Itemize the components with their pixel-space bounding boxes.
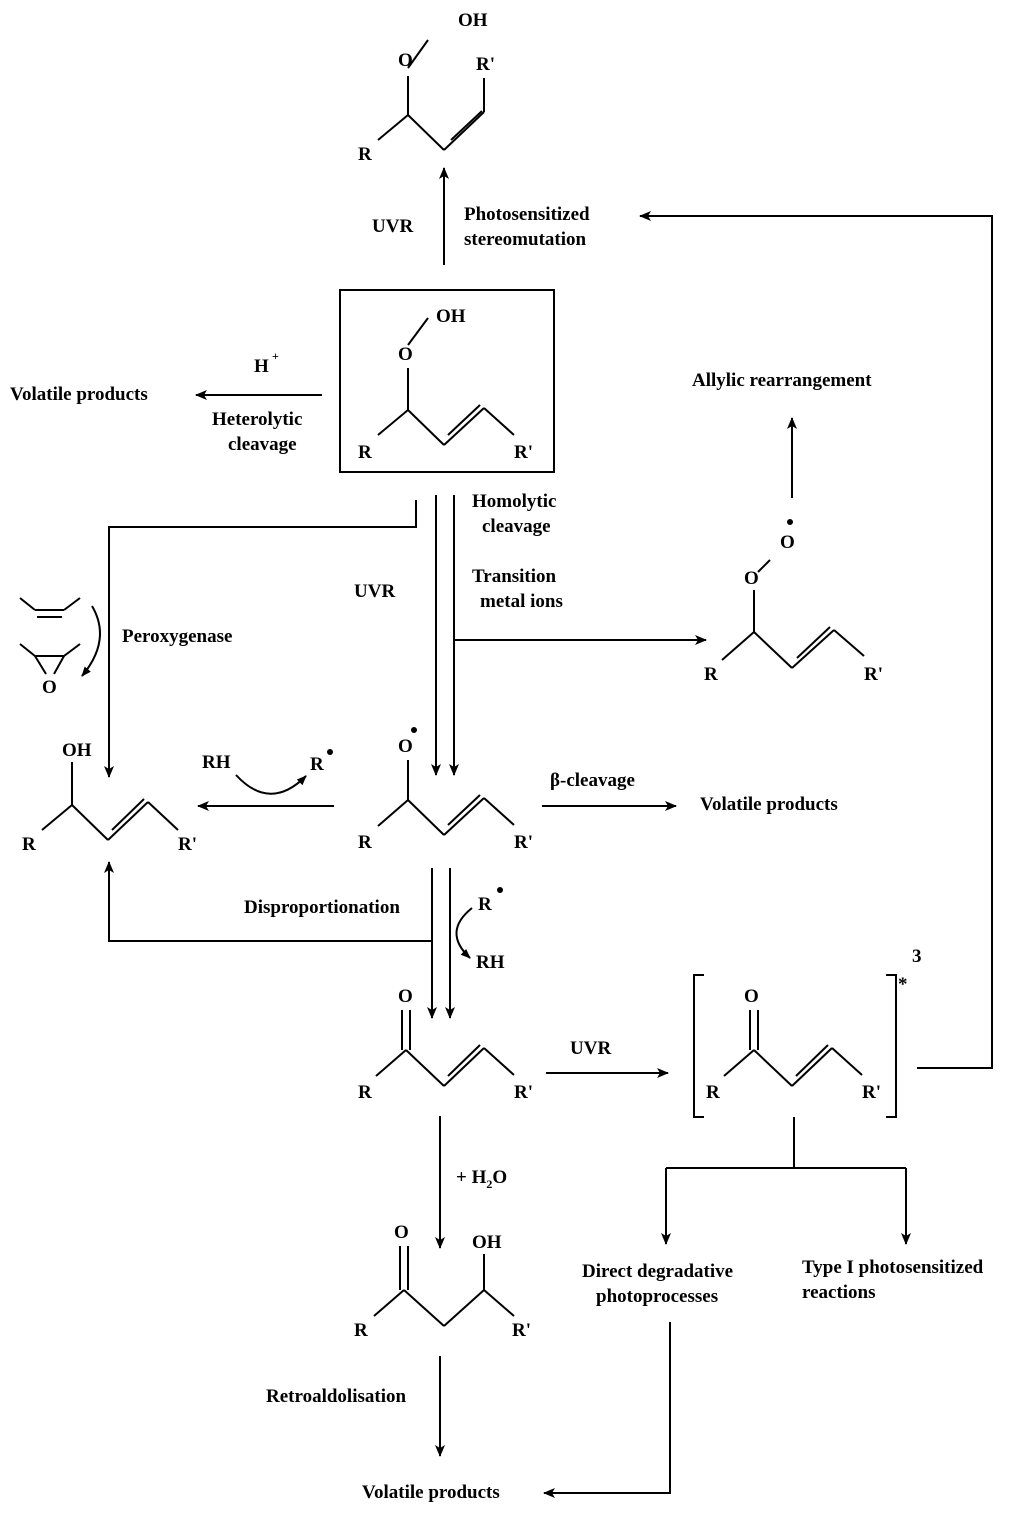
atom-o: O xyxy=(42,677,57,698)
atom-r-radical: R xyxy=(310,754,324,775)
arrow-triplet-to-stereomutation xyxy=(639,211,993,1069)
label-metal-ions: metal ions xyxy=(480,591,563,612)
superscript-star: * xyxy=(898,974,908,995)
atom-r: R xyxy=(706,1082,720,1103)
label-volatile-products-left: Volatile products xyxy=(10,384,148,405)
radical-dot xyxy=(497,887,503,893)
atom-rh: RH xyxy=(202,752,231,773)
atom-o: O xyxy=(744,986,759,1007)
superscript-plus: + xyxy=(272,349,279,363)
atom-rh: RH xyxy=(476,952,505,973)
atom-o: O xyxy=(398,736,413,757)
label-transition: Transition xyxy=(472,566,557,587)
atom-o: O xyxy=(394,1222,409,1243)
box-hydroperoxide xyxy=(339,289,555,473)
arrow-direct-to-volatile xyxy=(543,1322,671,1498)
label-stereomutation: stereomutation xyxy=(464,229,587,250)
molecule-cis-hydroperoxide: OH O R R' xyxy=(358,10,495,165)
atom-r: R xyxy=(358,832,372,853)
molecule-hydroperoxide: OH O R R' xyxy=(358,306,533,463)
molecule-peroxyl-radical: O O R R' xyxy=(704,519,883,685)
alkene-epoxide-scheme: O xyxy=(19,597,101,698)
curved-arrow-rh-2 xyxy=(455,907,473,959)
atom-r-prime: R' xyxy=(514,1082,533,1103)
label-volatile-products-right: Volatile products xyxy=(700,794,838,815)
label-peroxygenase: Peroxygenase xyxy=(122,626,232,647)
atom-oh: OH xyxy=(62,740,92,761)
label-homolytic-cleavage: cleavage xyxy=(482,516,551,537)
label-photoprocesses: photoprocesses xyxy=(596,1286,718,1307)
molecule-allylic-alcohol: OH R R' xyxy=(22,740,197,855)
atom-r: R xyxy=(704,664,718,685)
radical-dot xyxy=(327,749,333,755)
label-disproportionation: Disproportionation xyxy=(244,897,400,918)
radical-dot xyxy=(787,519,793,525)
label-reactions: reactions xyxy=(802,1282,876,1303)
atom-h: H xyxy=(254,356,269,377)
label-type1: Type I photosensitized xyxy=(802,1257,984,1278)
label-beta-cleavage: β-cleavage xyxy=(550,770,635,791)
atom-o: O xyxy=(398,50,413,71)
molecule-aldol: O R OH R' xyxy=(354,1222,531,1341)
label-uvr-triplet: UVR xyxy=(570,1038,611,1059)
curved-arrow-rh xyxy=(235,774,307,795)
atom-o: O xyxy=(398,344,413,365)
label-allylic-rearrangement: Allylic rearrangement xyxy=(692,370,872,391)
label-uvr-top: UVR xyxy=(372,216,413,237)
atom-r-prime: R' xyxy=(512,1320,531,1341)
arrow-disproportionation-alcohol xyxy=(104,861,432,942)
superscript-three: 3 xyxy=(912,946,922,967)
atom-r-prime: R' xyxy=(178,834,197,855)
atom-r: R xyxy=(358,442,372,463)
atom-r: R xyxy=(22,834,36,855)
label-retroaldolisation: Retroaldolisation xyxy=(266,1386,406,1407)
atom-r: R xyxy=(358,1082,372,1103)
atom-o: O xyxy=(780,532,795,553)
atom-r-prime: R' xyxy=(864,664,883,685)
radical-dot xyxy=(411,727,417,733)
atom-r-radical: R xyxy=(478,894,492,915)
atom-r: R xyxy=(354,1320,368,1341)
molecule-enone: O R R' xyxy=(358,986,533,1103)
atom-r-prime: R' xyxy=(862,1082,881,1103)
label-uvr-homolytic: UVR xyxy=(354,581,395,602)
label-heterolytic: Heterolytic xyxy=(212,409,302,430)
label-plus-h2o: + H2O xyxy=(456,1167,507,1191)
label-direct-degradative: Direct degradative xyxy=(582,1261,733,1282)
atom-o: O xyxy=(744,568,759,589)
atom-o: O xyxy=(398,986,413,1007)
atom-oh: OH xyxy=(458,10,488,31)
arrow-peroxygenase xyxy=(104,500,417,778)
molecule-triplet-enone: O R R' * 3 xyxy=(693,946,922,1118)
molecule-alkoxyl-radical: O R R' xyxy=(358,727,533,853)
label-homolytic: Homolytic xyxy=(472,491,556,512)
atom-r-prime: R' xyxy=(514,442,533,463)
atom-oh: OH xyxy=(472,1232,502,1253)
atom-r: R xyxy=(358,144,372,165)
atom-r-prime: R' xyxy=(514,832,533,853)
label-volatile-products-bottom: Volatile products xyxy=(362,1482,500,1503)
atom-oh: OH xyxy=(436,306,466,327)
label-heterolytic-cleavage: cleavage xyxy=(228,434,297,455)
atom-r-prime: R' xyxy=(476,54,495,75)
label-photosensitized: Photosensitized xyxy=(464,204,590,225)
